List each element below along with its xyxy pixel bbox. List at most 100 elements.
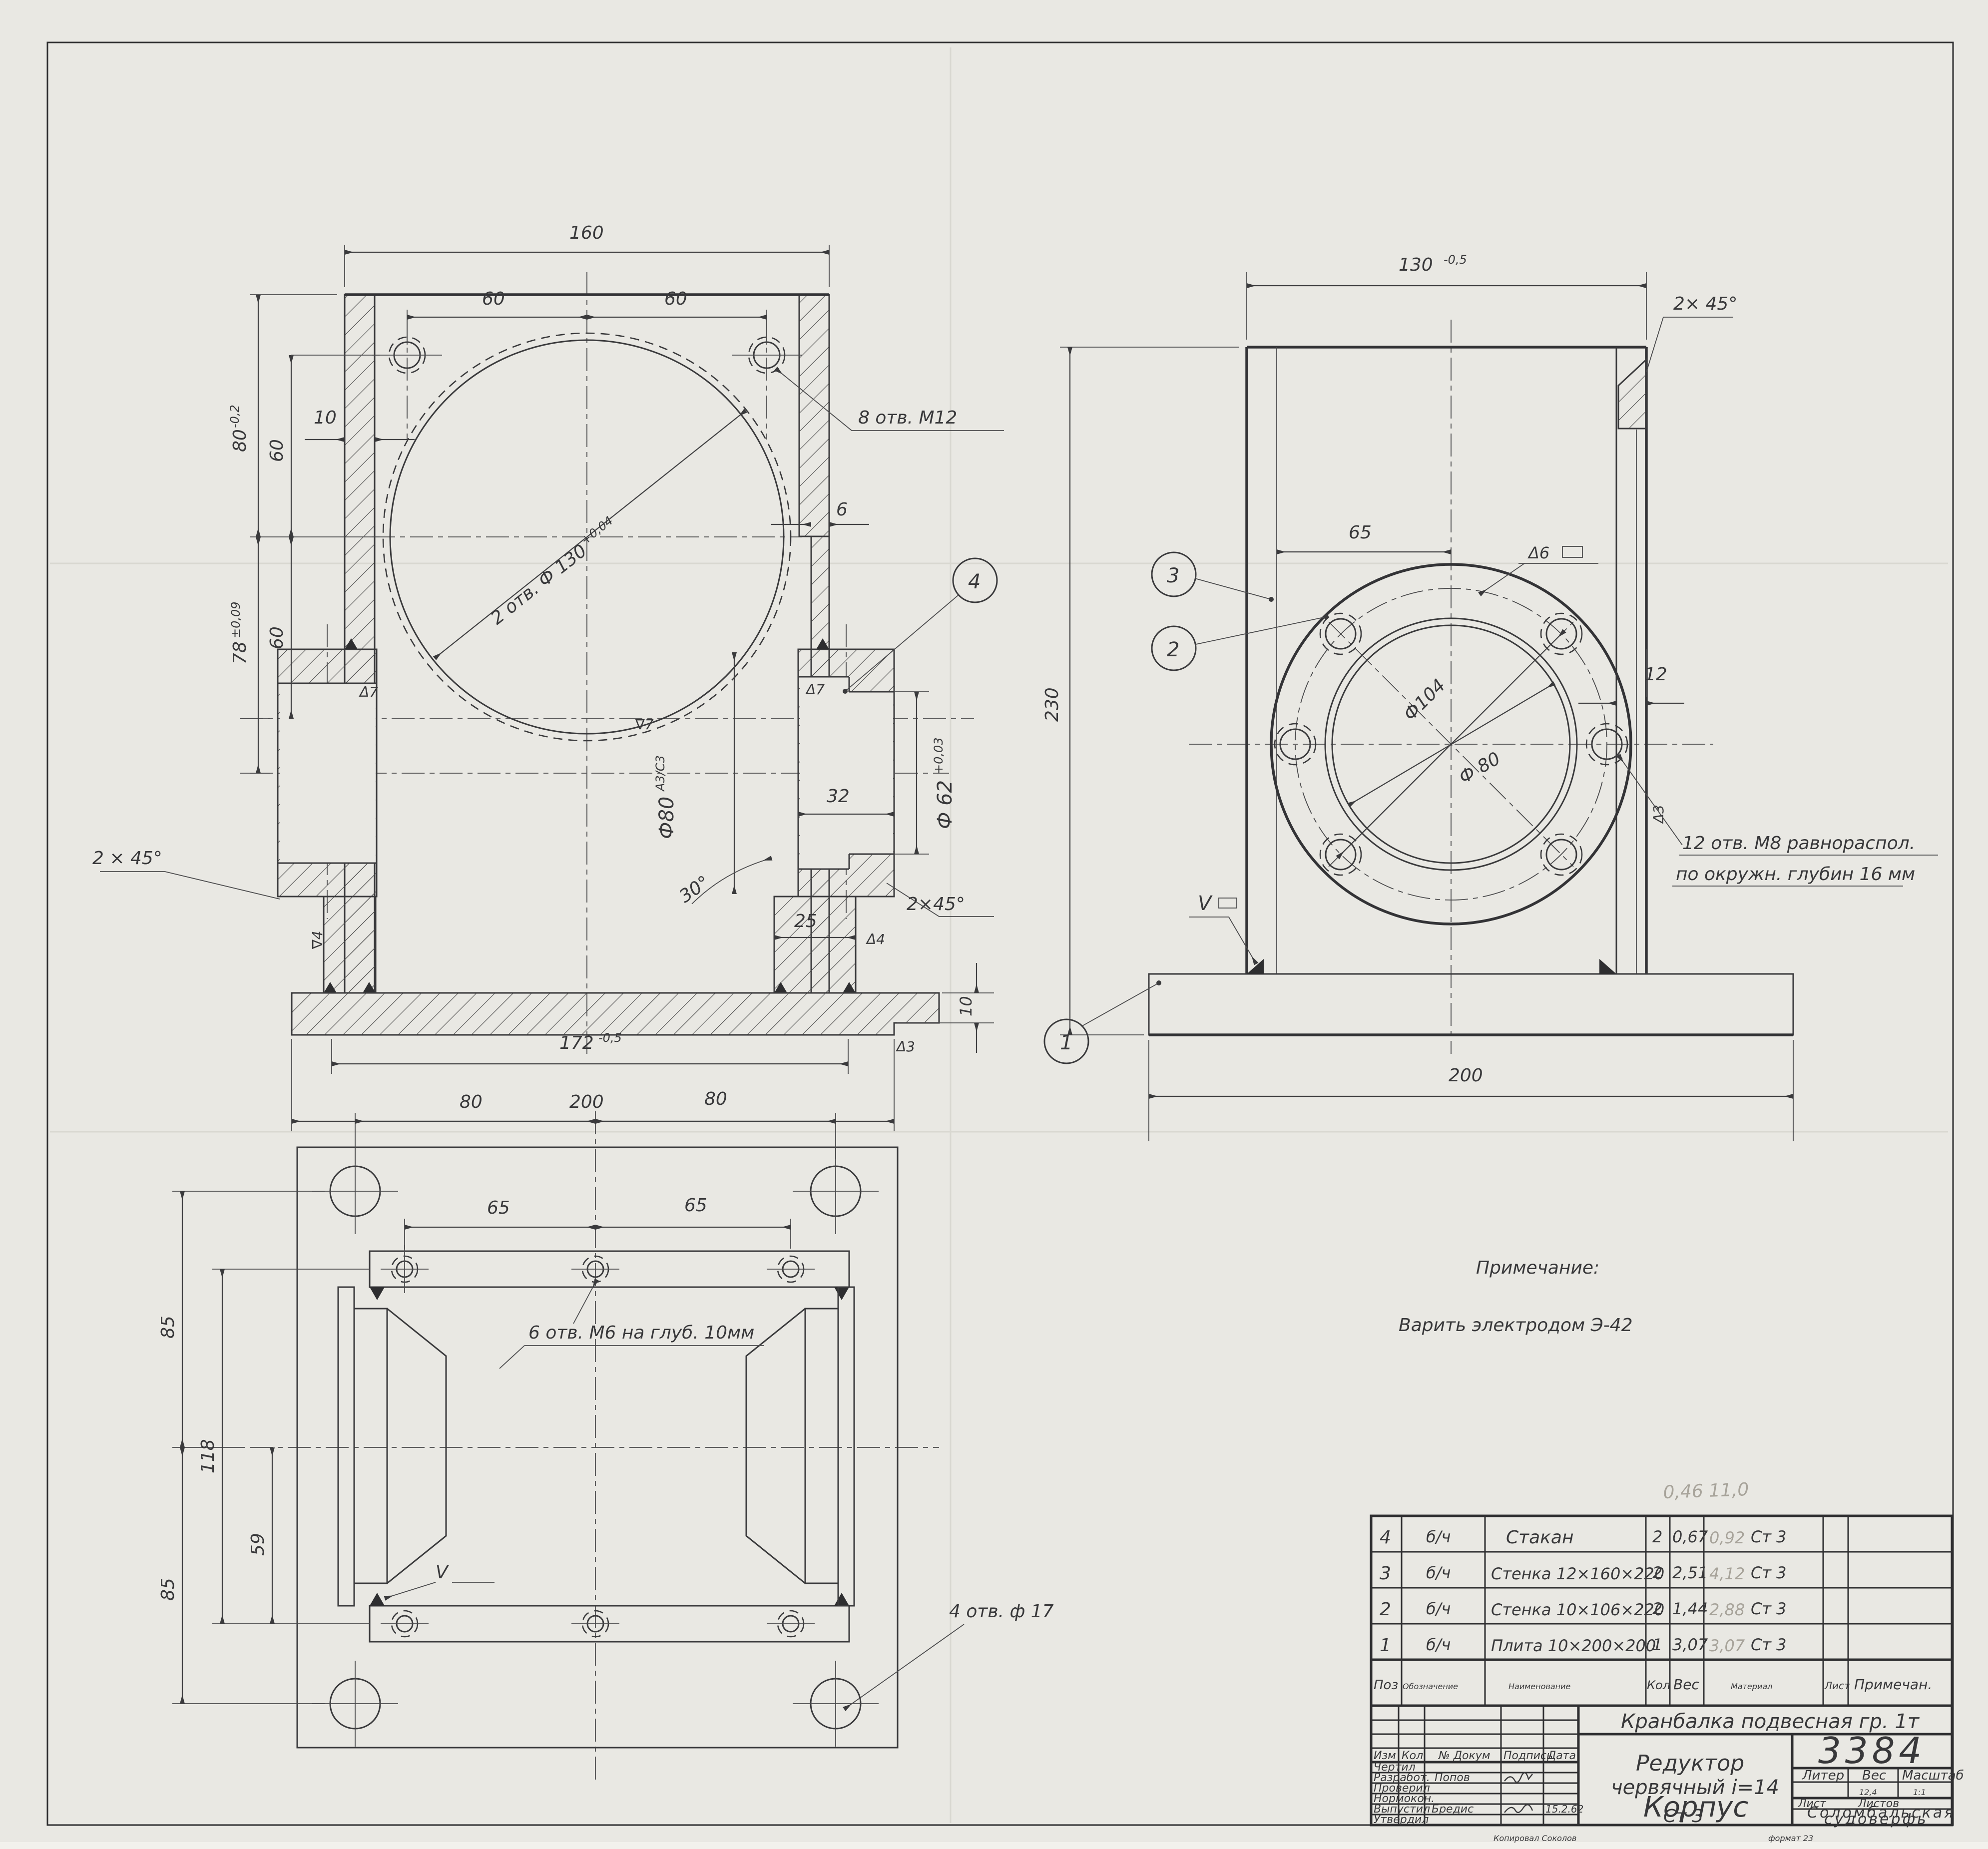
svg-text:0,92: 0,92 [1709, 1528, 1745, 1547]
svg-text:б/ч: б/ч [1426, 1527, 1451, 1546]
copied-by: Копировал Соколов [1493, 1834, 1576, 1843]
surface-mark: Δ7 [805, 681, 825, 698]
format-note: формат 23 [1768, 1834, 1813, 1843]
dim-label: 160 [569, 223, 604, 243]
bore-130-callout: 2 отв. Ф 130 +0,04 [433, 409, 748, 660]
svg-text:1: 1 [1652, 1635, 1662, 1654]
drawing-note: Примечание: Варить электродом Э-42 [1399, 1258, 1633, 1336]
rev-header: № Докум [1438, 1750, 1490, 1762]
top-rail [369, 1250, 850, 1300]
dim-label: 118 [198, 1439, 218, 1473]
sheet-label: Лист [1798, 1798, 1827, 1810]
dim-label: 80 [230, 429, 250, 452]
bore-130-dashed [382, 332, 792, 742]
dim-25: 25 [774, 911, 856, 940]
dim-160: 160 [344, 223, 830, 287]
svg-text:Ст 3: Ст 3 [1751, 1527, 1787, 1546]
assembly-ratio: червячный i=14 [1611, 1776, 1779, 1799]
part-name: Корпус [1643, 1791, 1748, 1824]
dim-65-side: 65 [1277, 522, 1451, 554]
svg-text:0,46 11,0: 0,46 11,0 [1663, 1479, 1749, 1503]
title-block: Изм Кол № Докум Подпись Дата Чертил Разр… [1370, 1704, 1964, 1843]
dim-tolerance: +0,03 [932, 737, 946, 774]
dim-label: 65 [1349, 522, 1372, 543]
mark-d6-callout: Δ6 [1478, 543, 1598, 597]
balloon-3: 3 [1151, 551, 1274, 602]
dim-label: 65 [684, 1195, 707, 1216]
base-plate-section [291, 992, 940, 1036]
company-name: Соломбальская [1807, 1804, 1955, 1822]
sig-label: Утвердил [1374, 1814, 1429, 1826]
balloon-1: 1 [1043, 980, 1161, 1064]
dim-label: 6 [836, 499, 848, 520]
scale-label: Масштаб [1902, 1768, 1964, 1783]
svg-text:Кол: Кол [1647, 1678, 1670, 1692]
svg-text:Обозначение: Обозначение [1403, 1682, 1458, 1691]
balloon-number: 3 [1167, 564, 1179, 587]
svg-text:2: 2 [1652, 1527, 1662, 1546]
rest-surfaces-box [1562, 546, 1583, 558]
sig-label: Разработ. [1374, 1772, 1430, 1784]
dim-12: 12 [1578, 649, 1684, 706]
dim-10-wall: 10 [305, 408, 415, 442]
dim-label: 60 [267, 439, 287, 462]
dim-tolerance: -0,5 [1444, 253, 1467, 267]
balloon-number: 1 [1060, 1031, 1072, 1054]
hole-callout: 4 отв. ф 17 [949, 1601, 1054, 1622]
surface-finish: А3/С3 [653, 755, 667, 792]
base-plate-side [1148, 959, 1794, 1036]
svg-text:Плита 10×200×200: Плита 10×200×200 [1491, 1636, 1656, 1655]
hole-callout: 6 отв. М6 на глуб. 10мм [528, 1323, 754, 1343]
rev-header: Подпись [1503, 1750, 1553, 1762]
svg-text:Вес: Вес [1673, 1676, 1699, 1693]
dim-label: 59 [248, 1533, 268, 1556]
right-boss-section [773, 638, 895, 994]
dim-f80: Ф80 А3/С3 [653, 652, 737, 894]
dim-10-plate: 10 [897, 963, 994, 1053]
svg-text:4: 4 [1380, 1527, 1391, 1548]
sig-label: Нормокон. [1374, 1793, 1435, 1805]
sig-date: 15.2.62 [1545, 1803, 1583, 1815]
dim-label: 30° [676, 872, 714, 907]
pencil-notes: 0,46 11,0 [1663, 1479, 1749, 1503]
note-title: Примечание: [1476, 1258, 1599, 1278]
dim-tolerance: -0,5 [598, 1031, 622, 1045]
bottom-rail [369, 1593, 850, 1643]
svg-text:1,44: 1,44 [1672, 1599, 1708, 1618]
svg-text:2: 2 [1652, 1563, 1662, 1582]
sig-label: Чертил [1374, 1761, 1416, 1774]
parts-table-row: 4 б/ч Стакан 2 0,67 0,92 Ст 3 [1380, 1527, 1787, 1548]
svg-text:Наименование: Наименование [1508, 1682, 1570, 1691]
assembly-name: Редуктор [1636, 1751, 1744, 1776]
plan-view: 80 80 65 65 85 118 59 85 [158, 1089, 1054, 1783]
scale-value: 1:1 [1913, 1788, 1926, 1797]
dim-f62: Ф 62 +0,03 [894, 691, 957, 855]
left-wall-plan [337, 1286, 447, 1607]
chamfer-label: 2× 45° [1673, 294, 1737, 314]
svg-text:Примечан.: Примечан. [1854, 1676, 1932, 1693]
svg-text:3,07: 3,07 [1709, 1636, 1745, 1655]
plate-outline [296, 1146, 899, 1749]
liter-label: Литер [1802, 1768, 1844, 1783]
svg-text:Лист: Лист [1824, 1680, 1851, 1692]
chamfer-label: 2×45° [907, 894, 965, 915]
balloon-2: 2 [1151, 614, 1329, 671]
rev-header: Дата [1547, 1750, 1576, 1762]
surface-mark: Δ3 [1650, 805, 1667, 824]
sig-label: Выпустил [1374, 1803, 1430, 1816]
dim-label: 80 [704, 1089, 727, 1109]
balloon-number: 4 [968, 570, 981, 593]
parts-table: Поз Обозначение Наименование Кол Вес Мат… [1370, 1514, 1954, 1707]
dim-label: 172 [559, 1033, 594, 1053]
dim-label: 85 [158, 1316, 178, 1339]
chamfer-detail: 2× 45° [1617, 294, 1737, 430]
parts-table-row: 1 б/ч Плита 10×200×200 1 3,07 3,07 Ст 3 [1380, 1635, 1787, 1656]
svg-text:б/ч: б/ч [1426, 1599, 1451, 1618]
parts-table-row: 3 б/ч Стенка 12×160×220 2 2,51 4,12 Ст 3 [1380, 1563, 1787, 1584]
svg-text:2: 2 [1380, 1599, 1391, 1620]
f17-callout: 4 отв. ф 17 [843, 1601, 1054, 1712]
weld-callout: V [1189, 892, 1259, 965]
dim-130: 130 -0,5 [1246, 253, 1647, 340]
svg-text:3: 3 [1380, 1563, 1391, 1584]
